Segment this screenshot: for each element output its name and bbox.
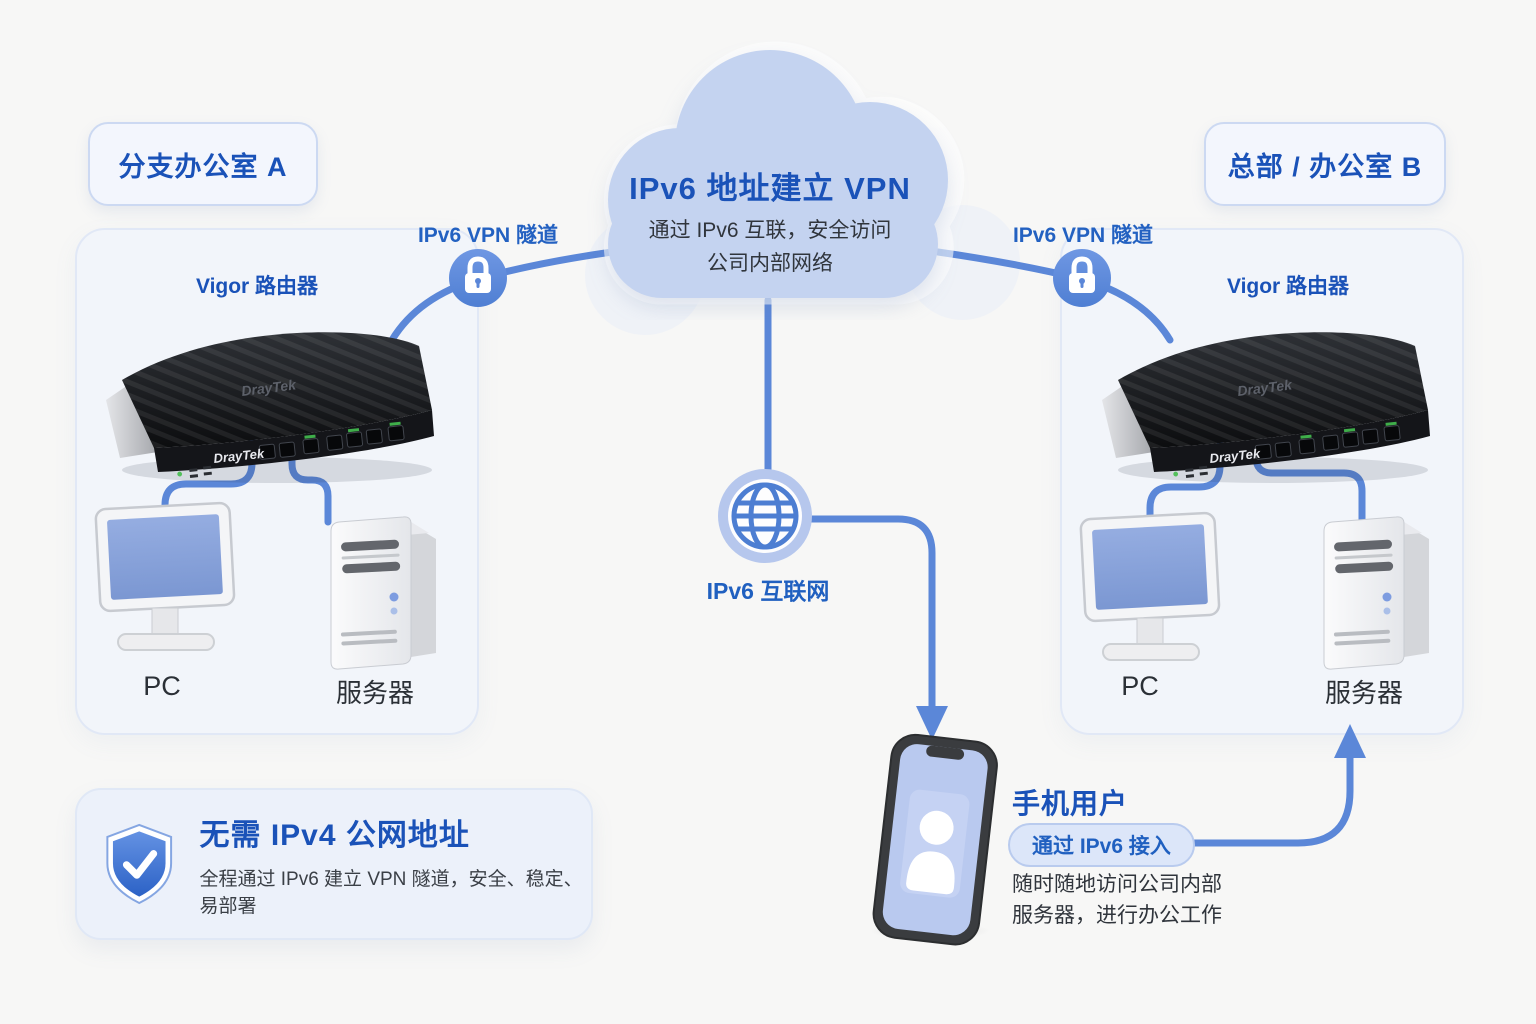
arrow-down-icon xyxy=(916,706,948,740)
ipv6-access-pill-label: 通过 IPv6 接入 xyxy=(1008,823,1195,867)
server-b-label: 服务器 xyxy=(1324,678,1403,708)
pc-b-icon xyxy=(1079,511,1221,661)
mobile-desc-line2: 服务器，进行办公工作 xyxy=(1012,904,1222,927)
mobile-user-title: 手机用户 xyxy=(1012,788,1129,819)
pc-a-icon xyxy=(94,501,236,651)
cable-router-a-to-server xyxy=(288,444,332,526)
mobile-user-description: 随时随地访问公司内部 服务器，进行办公工作 xyxy=(1012,869,1222,931)
router-b-top-logo: DrayTek xyxy=(1236,376,1293,399)
router-a-top-logo: DrayTek xyxy=(240,376,297,399)
router-b-front-logo: DrayTek xyxy=(1209,446,1262,466)
router-a-label: Vigor 路由器 xyxy=(195,275,319,298)
ipv6-access-pill: 通过 IPv6 接入 xyxy=(1008,823,1195,867)
link-internet-to-phone xyxy=(796,515,936,712)
router-b-label: Vigor 路由器 xyxy=(1226,275,1350,298)
pc-b-label: PC xyxy=(1121,671,1159,701)
cloud-shape xyxy=(603,41,965,305)
router-a-image: DrayTek DrayTek xyxy=(106,332,434,483)
badge-headquarters-office-b: 总部 / 办公室 B xyxy=(1204,122,1446,206)
vpn-tunnel-label-right: IPv6 VPN 隧道 xyxy=(1012,224,1154,247)
user-avatar-icon xyxy=(906,810,955,895)
feature-card: 无需 IPv4 公网地址 全程通过 IPv6 建立 VPN 隧道，安全、稳定、易… xyxy=(75,788,593,940)
cable-router-b-to-pc xyxy=(1146,441,1224,544)
server-a-label: 服务器 xyxy=(335,678,414,708)
arrow-up-icon xyxy=(1334,724,1366,758)
phone-icon xyxy=(866,730,1009,954)
globe-icon xyxy=(718,469,812,563)
badge-branch-office-a: 分支办公室 A xyxy=(88,122,318,206)
router-a-front-logo: DrayTek xyxy=(213,446,266,466)
cloud-title: IPv6 地址建立 VPN xyxy=(629,171,911,206)
cloud-subtitle-line2: 公司内部网络 xyxy=(707,252,833,275)
link-phone-to-server-b xyxy=(1188,754,1354,847)
server-b-icon xyxy=(1323,516,1429,670)
pc-a-label: PC xyxy=(143,671,181,701)
feature-text-block: 无需 IPv4 公网地址 全程通过 IPv6 建立 VPN 隧道，安全、稳定、易… xyxy=(199,810,591,918)
feature-subtitle: 全程通过 IPv6 建立 VPN 隧道，安全、稳定、易部署 xyxy=(199,869,583,917)
router-b-image: DrayTek DrayTek xyxy=(1102,332,1430,483)
lock-icon xyxy=(1053,249,1111,307)
vpn-tunnel-label-left: IPv6 VPN 隧道 xyxy=(417,224,559,247)
lock-icon xyxy=(449,249,507,307)
feature-title: 无需 IPv4 公网地址 xyxy=(199,819,470,852)
cloud-subtitle: 通过 IPv6 互联，安全访问 公司内部网络 xyxy=(570,214,970,280)
server-a-icon xyxy=(330,516,436,670)
mobile-desc-line1: 随时随地访问公司内部 xyxy=(1012,873,1222,896)
cloud-subtitle-line1: 通过 IPv6 互联，安全访问 xyxy=(648,219,892,242)
shield-check-icon xyxy=(106,823,173,905)
cable-router-a-to-pc xyxy=(161,436,256,534)
internet-label: IPv6 互联网 xyxy=(706,578,830,604)
phone-notch xyxy=(926,745,965,760)
